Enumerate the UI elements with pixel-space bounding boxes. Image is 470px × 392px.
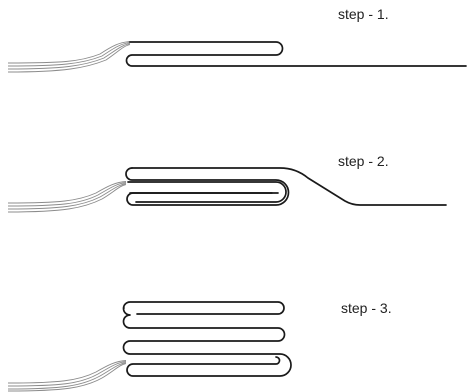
- step-2-figure: [7, 167, 447, 213]
- step-2-inner-fold: [127, 181, 287, 203]
- step-3-serpentine-wire: [122, 301, 292, 377]
- step-1-label: step - 1.: [338, 6, 389, 22]
- step-3-fiber-strands: [7, 360, 127, 392]
- step-2-outer-fold: [131, 167, 447, 206]
- step-1-figure: [7, 41, 467, 73]
- step-3-label: step - 3.: [341, 300, 392, 316]
- step-1-fiber-strands: [7, 41, 131, 73]
- step-2-outer-fold-return: [125, 167, 290, 206]
- step-2-fiber-strands: [7, 181, 127, 213]
- step-2-label: step - 2.: [338, 153, 389, 169]
- step-3-figure: [7, 301, 292, 392]
- step-1-folded-wire: [125, 41, 467, 67]
